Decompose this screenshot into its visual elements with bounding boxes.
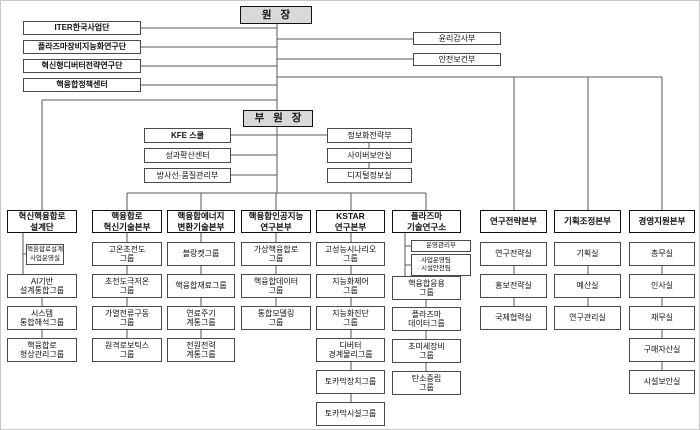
division-header-fusion-ai: 핵융합인공지능 연구본부 bbox=[241, 210, 311, 233]
group-box: 연료주기 계통그룹 bbox=[167, 306, 235, 330]
unit-cyber-security: 사이버보안실 bbox=[327, 148, 412, 163]
group-box: 초미세장비 그룹 bbox=[392, 339, 461, 363]
group-box: 디버터 경계물리그룹 bbox=[316, 338, 385, 362]
division-header-plasma-tech: 플라즈마 기술연구소 bbox=[392, 210, 461, 233]
group-box: 총무실 bbox=[629, 242, 695, 266]
unit-kfe-school: KFE 스쿨 bbox=[144, 128, 231, 143]
vice-director-box: 부 원 장 bbox=[243, 110, 313, 127]
unit-iter-korea: ITER한국사업단 bbox=[23, 21, 141, 35]
group-box: 연구관리실 bbox=[554, 306, 621, 330]
group-box: 인사실 bbox=[629, 274, 695, 298]
group-box: 전원전력 계통그룹 bbox=[167, 338, 235, 362]
group-box: 재무실 bbox=[629, 306, 695, 330]
group-box: 핵융합응용 그룹 bbox=[392, 276, 461, 300]
group-box: 시설보안실 bbox=[629, 370, 695, 394]
group-box: AI기반 설계통합그룹 bbox=[7, 274, 77, 298]
group-box: 통합모델링 그룹 bbox=[241, 306, 311, 330]
group-box: 초전도극저온 그룹 bbox=[92, 274, 162, 298]
group-box: 시스템 통합해석그룹 bbox=[7, 306, 77, 330]
division-header-energy-conversion: 핵융합에너지 변환기술본부 bbox=[167, 210, 235, 233]
group-box: 홍보전략실 bbox=[480, 274, 547, 298]
unit-radiation-quality: 방사선·품질관리부 bbox=[144, 168, 231, 183]
group-box: 핵융합데이터 그룹 bbox=[241, 274, 311, 298]
director-box: 원 장 bbox=[240, 6, 312, 24]
group-box: 가상핵융합로 그룹 bbox=[241, 242, 311, 266]
unit-divertor-strategy: 혁신형디버터전략연구단 bbox=[23, 59, 141, 73]
office-operation-teams: · 사업운영팀 · 시설안전팀 bbox=[411, 254, 471, 276]
group-box: 원격로보틱스 그룹 bbox=[92, 338, 162, 362]
group-box: 연구전략실 bbox=[480, 242, 547, 266]
group-box: 토카막시설그룹 bbox=[316, 402, 385, 426]
office-reactor-design-operation: 핵융합로설계 사업운영실 bbox=[26, 244, 64, 265]
unit-safety-health: 안전보건부 bbox=[413, 53, 501, 66]
unit-ethics-audit: 윤리감사부 bbox=[413, 32, 501, 45]
unit-fusion-policy-center: 핵융합정책센터 bbox=[23, 78, 141, 92]
group-box: 기획실 bbox=[554, 242, 621, 266]
group-box: 지능화진단 그룹 bbox=[316, 306, 385, 330]
unit-it-strategy: 정보화전략부 bbox=[327, 128, 412, 143]
office-operation-management: 운영관리부 bbox=[411, 240, 471, 252]
unit-plasma-equipment-ai: 플라즈마장비지능화연구단 bbox=[23, 40, 141, 54]
division-header-kstar: KSTAR 연구본부 bbox=[316, 210, 385, 233]
group-box: 고성능시나리오 그룹 bbox=[316, 242, 385, 266]
group-box: 탄소중립 그룹 bbox=[392, 371, 461, 395]
unit-digital-info: 디지털정보실 bbox=[327, 168, 412, 183]
group-box: 지능화제어 그룹 bbox=[316, 274, 385, 298]
group-box: 고온초전도 그룹 bbox=[92, 242, 162, 266]
group-box: 핵융합로 형상관리그룹 bbox=[7, 338, 77, 362]
group-box: 국제협력실 bbox=[480, 306, 547, 330]
group-box: 토카막장치그룹 bbox=[316, 370, 385, 394]
group-box: 블랑켓그룹 bbox=[167, 242, 235, 266]
group-box: 핵융합재료그룹 bbox=[167, 274, 235, 298]
group-box: 구매자산실 bbox=[629, 338, 695, 362]
group-box: 예산실 bbox=[554, 274, 621, 298]
division-header-research-strategy: 연구전략본부 bbox=[480, 210, 547, 233]
unit-performance-diffusion: 성과확산센터 bbox=[144, 148, 231, 163]
division-header-management-support: 경영지원본부 bbox=[629, 210, 695, 233]
group-box: 플라즈마 데이터그룹 bbox=[392, 307, 461, 331]
division-header-reactor-design: 혁신핵융합로 설계단 bbox=[7, 210, 77, 233]
group-box: 가열전류구동 그룹 bbox=[92, 306, 162, 330]
division-header-planning-coordination: 기획조정본부 bbox=[554, 210, 621, 233]
division-header-reactor-innovation: 핵융합로 혁신기술본부 bbox=[92, 210, 162, 233]
